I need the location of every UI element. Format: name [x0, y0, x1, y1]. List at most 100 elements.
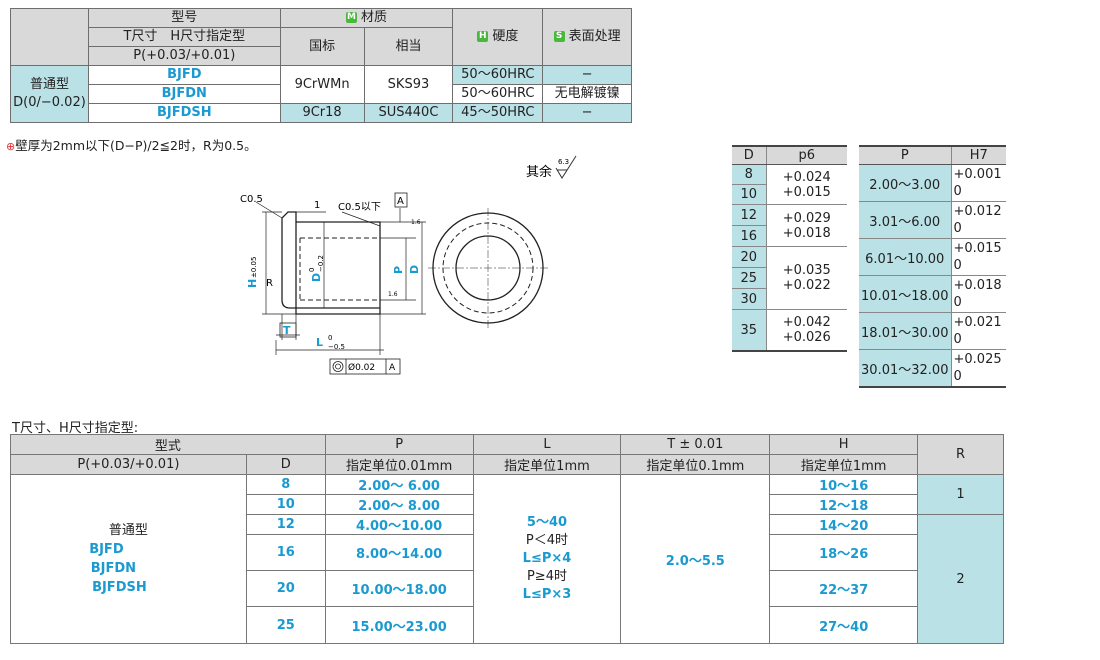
std-header: 国标	[279, 27, 365, 66]
d-value: 12	[245, 514, 326, 535]
h-tol: ±0.05	[250, 257, 258, 278]
p6-tol-cell: +0.029 +0.018	[765, 204, 847, 247]
h7-upper: +0.021	[953, 315, 1002, 330]
chamfer-max-label: C0.5以下	[338, 202, 381, 213]
bushing-end-view	[428, 208, 548, 328]
dim-1-label: 1	[314, 200, 320, 211]
std-9crwmn: 9CrWMn	[279, 65, 365, 104]
equiv-header: 相当	[363, 27, 454, 66]
type-p-subheader: P(+0.03/+0.01)	[10, 454, 247, 475]
p6-upper: +0.035	[782, 263, 831, 278]
type-cell: 普通型 D(0/−0.02)	[10, 65, 89, 123]
type-name: 普通型	[29, 77, 69, 92]
l-header: L	[472, 434, 622, 455]
d-tol-bottom: −0.2	[317, 255, 325, 272]
d2-dim-label: D	[408, 265, 421, 274]
hardness-bjfdsh: 45～50HRC	[452, 103, 544, 123]
warning-circle-icon: ⊕	[6, 140, 16, 153]
p-range: 8.00～14.00	[324, 534, 474, 571]
concentricity-frame: Ø0.02 A	[329, 358, 401, 375]
d-p6-tolerance-table: D p6 8 +0.024 +0.015 10 12 +0.029 +0.018…	[732, 145, 847, 352]
model-bjfdn: BJFDN	[87, 84, 281, 104]
h7-upper: +0.012	[953, 204, 1002, 219]
p6-tol-cell: +0.035 +0.022	[765, 246, 847, 310]
p-range: 2.00～ 6.00	[324, 474, 474, 495]
d-value: 25	[245, 606, 326, 644]
r-large: 2	[917, 514, 1004, 644]
p-tol-header: P(+0.03/+0.01)	[87, 46, 281, 66]
d-value: 16	[245, 534, 326, 571]
h-range: 14～20	[769, 514, 919, 535]
p-range: 6.01～10.00	[859, 238, 951, 276]
d-value: 30	[732, 288, 766, 310]
h-range: 18～26	[769, 534, 919, 571]
t-label: T	[283, 324, 291, 337]
h-range: 10～16	[769, 474, 919, 495]
l-label: L	[316, 336, 323, 349]
d-value: 35	[732, 309, 766, 352]
equiv-sus440c: SUS440C	[363, 103, 454, 123]
p-range: 4.00～10.00	[324, 514, 474, 535]
bushing-drawing: 其余 6.3 C0.5 C0.5以下 1	[240, 155, 577, 375]
p6-upper: +0.029	[782, 210, 831, 226]
hardness-mark-icon: H	[477, 31, 489, 42]
d-value: 16	[732, 225, 766, 247]
p-range: 2.00～ 8.00	[324, 494, 474, 515]
radius-label: R	[266, 278, 273, 289]
l-tol-top: 0	[328, 334, 332, 342]
h7-col-header: H7	[950, 146, 1006, 165]
p-header: P	[324, 434, 474, 455]
h7-upper: +0.015	[953, 241, 1002, 256]
p-letter: P	[392, 266, 405, 274]
model-bjfdsh: BJFDSH	[92, 580, 147, 595]
t-box	[279, 322, 297, 338]
l-rule-2: L≤P×3	[522, 587, 572, 602]
d-tol-top: 0	[308, 268, 316, 272]
t-unit-subheader: 指定单位0.1mm	[620, 454, 771, 475]
p-range: 18.01～30.00	[859, 312, 951, 350]
th-type-header: T尺寸 H尺寸指定型	[87, 27, 281, 47]
type-header: 型式	[10, 434, 326, 455]
h7-lower: 0	[953, 184, 962, 199]
p6-tol-cell: +0.024 +0.015	[765, 164, 847, 205]
dimension-table: 型式 P L T ± 0.01 H R P(+0.03/+0.01) D 指定单…	[10, 434, 1004, 644]
p6-lower: +0.022	[782, 278, 831, 293]
h7-lower: 0	[953, 221, 962, 236]
datum-a-label: A	[397, 196, 404, 207]
p6-tol-cell: +0.042 +0.026	[765, 309, 847, 352]
t-range: 2.0～5.5	[620, 474, 771, 644]
roughness-main-icon	[555, 155, 577, 179]
d-value: 10	[732, 184, 766, 205]
material-mark-icon: M	[346, 12, 357, 23]
surface-bjfdsh: −	[542, 103, 632, 123]
model-bjfdn: BJFDN	[90, 561, 137, 576]
h7-upper: +0.025	[953, 352, 1002, 367]
hardness-header-label: 硬度	[492, 29, 519, 44]
surface-bjfdn: 无电解镀镍	[542, 84, 632, 104]
h7-upper: +0.001	[953, 167, 1002, 182]
p-unit-subheader: 指定单位0.01mm	[324, 454, 474, 475]
model-bjfd: BJFD	[89, 542, 124, 557]
r-header: R	[917, 434, 1004, 475]
h-range: 27～40	[769, 606, 919, 644]
type-cell: 普通型 BJFD BJFDN BJFDSH	[10, 474, 247, 644]
p6-upper: +0.042	[782, 315, 831, 330]
p-range: 2.00～3.00	[859, 164, 951, 202]
bore-hidden-lines	[299, 237, 380, 301]
roughness-small-bore: 1.6	[388, 291, 398, 298]
lower-table-title: T尺寸、H尺寸指定型:	[12, 421, 139, 436]
concentricity-icon	[332, 361, 344, 372]
d-value: 20	[732, 246, 766, 268]
p-col-header: P	[859, 146, 951, 165]
h-range: 22～37	[769, 570, 919, 607]
std-9cr18: 9Cr18	[279, 103, 365, 123]
l-unit-subheader: 指定单位1mm	[472, 454, 622, 475]
p-range: 15.00～23.00	[324, 606, 474, 644]
p-range: 10.00～18.00	[324, 570, 474, 607]
type-d-tol: D(0/−0.02)	[13, 95, 86, 110]
